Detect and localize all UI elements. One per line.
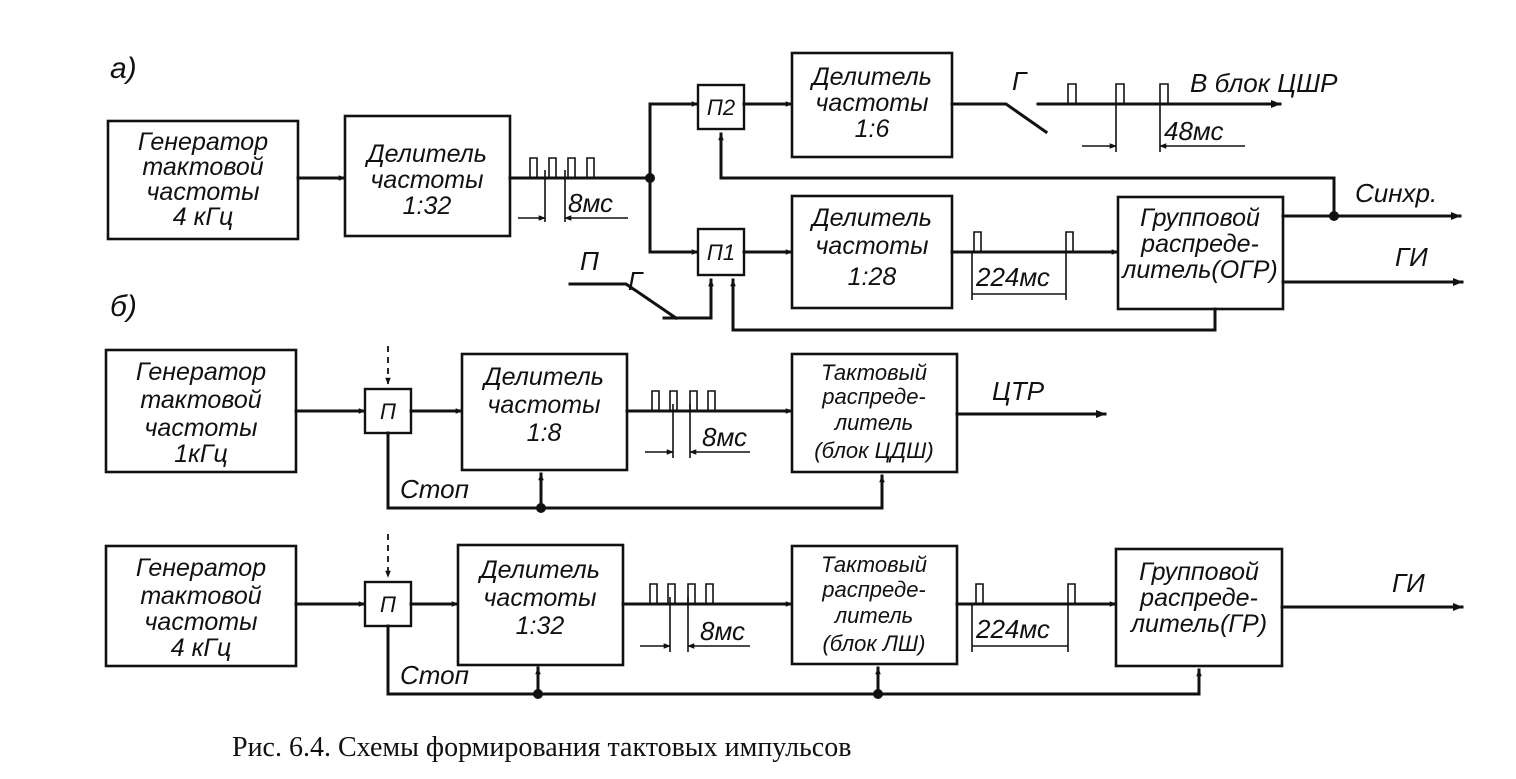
block-line: 1:8 [527, 419, 562, 447]
gi-a-label: ГИ [1395, 242, 1428, 272]
stop-line-row1 [386, 431, 885, 510]
pulse-train-48ms: 48мс [1067, 83, 1245, 152]
gate-p-row1: П [363, 387, 413, 435]
switch-g-bottom-label: Г [628, 266, 644, 296]
ogr-feedback-line [730, 278, 1217, 332]
generator-4khz-block-b: Генератор тактовой частоты 4 кГц [104, 544, 298, 668]
block-line: распреде- [821, 384, 926, 409]
generator-1khz-block: Генератор тактовой частоты 1кГц [104, 348, 298, 474]
to-cshr-label: В блок ЦШР [1190, 68, 1338, 98]
divider-1-32-block-a: Делитель частоты 1:32 [343, 114, 512, 238]
block-line: тактовой [140, 582, 261, 610]
interval-8ms-label: 8мс [568, 188, 613, 218]
block-line: Делитель [809, 63, 932, 91]
block-line: Групповой [1140, 204, 1260, 232]
ctr-label: ЦТР [992, 376, 1045, 406]
block-line: литель [833, 410, 913, 435]
block-line: частоты [815, 232, 928, 260]
block-line: тактовой [140, 386, 261, 414]
p-switch-label: П [580, 246, 599, 276]
gate-label: П2 [707, 95, 735, 120]
switch-g-top-label: Г [1012, 66, 1028, 96]
block-line: частоты [483, 584, 596, 612]
switch-g-top [950, 102, 1049, 135]
switch-g-bottom [568, 282, 679, 321]
clock-distributor-cdsh-block: Тактовый распреде- литель (блок ЦДШ) [790, 352, 959, 474]
block-line: распреде- [1139, 584, 1258, 612]
block-line: распреде- [821, 577, 926, 602]
block-line: литель(ОГР) [1120, 256, 1278, 284]
part-b-label: б) [110, 290, 137, 323]
interval-224ms-label: 224мс [975, 614, 1050, 644]
stop-label-row1: Стоп [400, 474, 469, 504]
junction-dot [536, 503, 546, 513]
interval-224ms-label: 224мс [975, 262, 1050, 292]
interval-8ms-label: 8мс [700, 616, 745, 646]
block-line: частоты [144, 608, 257, 636]
part-a-label: а) [110, 52, 137, 85]
stop-line-row2 [386, 624, 1202, 696]
block-line: Генератор [136, 358, 266, 386]
link-line [662, 278, 714, 320]
gate-p2: П2 [696, 83, 746, 131]
block-line: Делитель [364, 140, 487, 168]
gate-label: П [380, 399, 396, 424]
sync-feedback-line [718, 132, 1336, 218]
pulse-train-b1: 8мс [645, 390, 750, 458]
figure-caption: Рис. 6.4. Схемы формирования тактовых им… [232, 732, 851, 763]
pulse-train-b2: 8мс [640, 583, 750, 652]
block-line: 4 кГц [171, 634, 232, 662]
gate-p-row2: П [363, 580, 413, 628]
block-line: 1кГц [174, 440, 228, 468]
block-line: частоты [146, 178, 259, 206]
block-line: Делитель [481, 363, 604, 391]
block-line: частоты [370, 166, 483, 194]
interval-8ms-label: 8мс [702, 422, 747, 452]
link-line [648, 101, 700, 180]
block-line: частоты [815, 89, 928, 117]
junction-dot [873, 689, 883, 699]
divider-1-32-block-b: Делитель частоты 1:32 [456, 543, 625, 667]
block-line: частоты [487, 391, 600, 419]
block-line: Делитель [809, 204, 932, 232]
block-line: (блок ЛШ) [822, 631, 925, 656]
pulse-train-a: 8мс [518, 157, 628, 222]
gate-label: П [380, 592, 396, 617]
pulse-train-224ms-b: 224мс [971, 583, 1076, 652]
block-line: литель [833, 603, 913, 628]
junction-dot [533, 689, 543, 699]
group-distributor-gr-block: Групповой распреде- литель(ГР) [1114, 547, 1284, 668]
block-line: Генератор [138, 128, 268, 156]
link-line [648, 176, 700, 255]
block-line: тактовой [142, 153, 263, 181]
block-line: частоты [144, 414, 257, 442]
gi-b-label: ГИ [1392, 568, 1425, 598]
block-line: Делитель [477, 556, 600, 584]
divider-1-28-block: Делитель частоты 1:28 [790, 194, 954, 310]
block-line: Генератор [136, 554, 266, 582]
clock-distributor-lsh-block: Тактовый распреде- литель (блок ЛШ) [790, 544, 959, 666]
divider-1-8-block: Делитель частоты 1:8 [460, 352, 629, 472]
generator-4khz-block-a: Генератор тактовой частоты 4 кГц [106, 119, 300, 241]
divider-1-6-block: Делитель частоты 1:6 [790, 51, 954, 159]
gate-label: П1 [707, 240, 735, 265]
block-line: распреде- [1140, 230, 1259, 258]
group-distributor-ogr-block: Групповой распреде- литель(ОГР) [1116, 195, 1285, 311]
block-line: 1:32 [403, 192, 452, 220]
block-line: 1:6 [855, 115, 890, 143]
gate-p1: П1 [696, 227, 746, 277]
block-line: (блок ЦДШ) [814, 438, 933, 463]
block-line: Тактовый [821, 552, 927, 577]
block-line: 1:28 [848, 263, 897, 291]
block-line: литель(ГР) [1129, 610, 1267, 638]
block-line: 4 кГц [173, 203, 234, 231]
block-line: Тактовый [821, 360, 927, 385]
sync-label: Синхр. [1355, 178, 1437, 208]
stop-label-row2: Стоп [400, 660, 469, 690]
interval-48ms-label: 48мс [1164, 116, 1223, 146]
block-line: 1:32 [516, 612, 565, 640]
pulse-train-224ms-a: 224мс [971, 231, 1074, 300]
block-line: Групповой [1139, 558, 1259, 586]
